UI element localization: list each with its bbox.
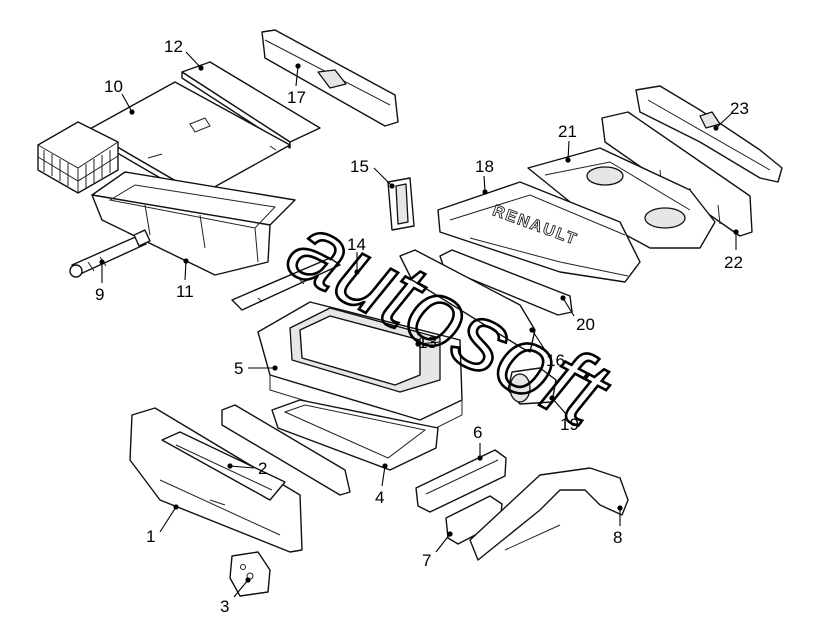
callout-number: 2 [258, 459, 267, 478]
part-2-reinforcement[interactable] [161, 431, 286, 501]
callout-number: 9 [95, 285, 104, 304]
callout-13[interactable]: 13 [415, 333, 441, 352]
callout-number: 4 [375, 488, 384, 507]
storage-crate[interactable] [37, 121, 119, 194]
part-3-bracket[interactable] [229, 551, 271, 597]
callout-23[interactable]: 23 [713, 99, 749, 131]
callout-22[interactable]: 22 [724, 229, 743, 272]
callout-9[interactable]: 9 [95, 259, 105, 304]
callout-7[interactable]: 7 [422, 531, 453, 570]
callout-14[interactable]: 14 [347, 235, 366, 275]
part-14-rail[interactable] [231, 257, 341, 311]
callout-18[interactable]: 18 [475, 157, 494, 195]
callout-5[interactable]: 5 [234, 359, 278, 378]
callout-number: 17 [287, 88, 306, 107]
callout-number: 21 [558, 122, 577, 141]
callout-number: 3 [220, 597, 229, 616]
part-17-parcel-trim[interactable] [261, 29, 399, 127]
part-12-floor-panel-rear[interactable] [181, 61, 321, 149]
callout-number: 10 [104, 77, 123, 96]
callout-number: 5 [234, 359, 243, 378]
callout-2[interactable]: 2 [227, 459, 267, 478]
part-side-rail-mid[interactable] [221, 404, 351, 496]
callout-number: 15 [350, 157, 369, 176]
callout-15[interactable]: 15 [350, 157, 395, 189]
part-8-wheel-arch[interactable] [469, 467, 629, 561]
callout-number: 13 [418, 333, 437, 352]
callout-8[interactable]: 8 [613, 505, 623, 547]
callout-1[interactable]: 1 [146, 504, 179, 546]
callout-number: 20 [576, 315, 595, 334]
callout-number: 16 [546, 351, 565, 370]
callout-number: 1 [146, 527, 155, 546]
callout-number: 22 [724, 253, 743, 272]
callout-21[interactable]: 21 [558, 122, 577, 163]
callout-number: 14 [347, 235, 366, 254]
callout-4[interactable]: 4 [375, 463, 388, 507]
part-9-jack[interactable] [69, 229, 151, 278]
callout-number: 23 [730, 99, 749, 118]
part-13-inner-tray[interactable] [299, 315, 421, 386]
part-23-rear-crossmember[interactable] [635, 85, 783, 183]
callout-12[interactable]: 12 [164, 37, 204, 71]
callout-number: 7 [422, 551, 431, 570]
callout-20[interactable]: 20 [560, 295, 595, 334]
callout-number: 19 [560, 415, 579, 434]
callout-number: 6 [473, 423, 482, 442]
part-11-trunk-tray[interactable] [91, 171, 296, 276]
callout-19[interactable]: 19 [549, 395, 579, 434]
part-4-lower-tray[interactable] [271, 399, 439, 471]
callout-number: 11 [176, 282, 194, 301]
callout-17[interactable]: 17 [287, 63, 306, 107]
part-19-bracket[interactable] [507, 367, 557, 405]
callout-number: 18 [475, 157, 494, 176]
callout-11[interactable]: 11 [176, 258, 194, 301]
callout-10[interactable]: 10 [104, 77, 135, 115]
callout-number: 12 [164, 37, 183, 56]
callout-6[interactable]: 6 [473, 423, 483, 461]
part-15-bracket[interactable] [387, 177, 415, 231]
callout-3[interactable]: 3 [220, 577, 251, 616]
callout-layer: 1 2 3 4 5 6 7 8 [95, 37, 749, 616]
part-6-sill[interactable] [415, 449, 507, 513]
part-18-main-floor[interactable]: RENAULT [437, 181, 641, 283]
part-16-side-member[interactable] [399, 249, 536, 353]
callout-number: 8 [613, 528, 622, 547]
callout-16[interactable]: 16 [529, 327, 565, 370]
